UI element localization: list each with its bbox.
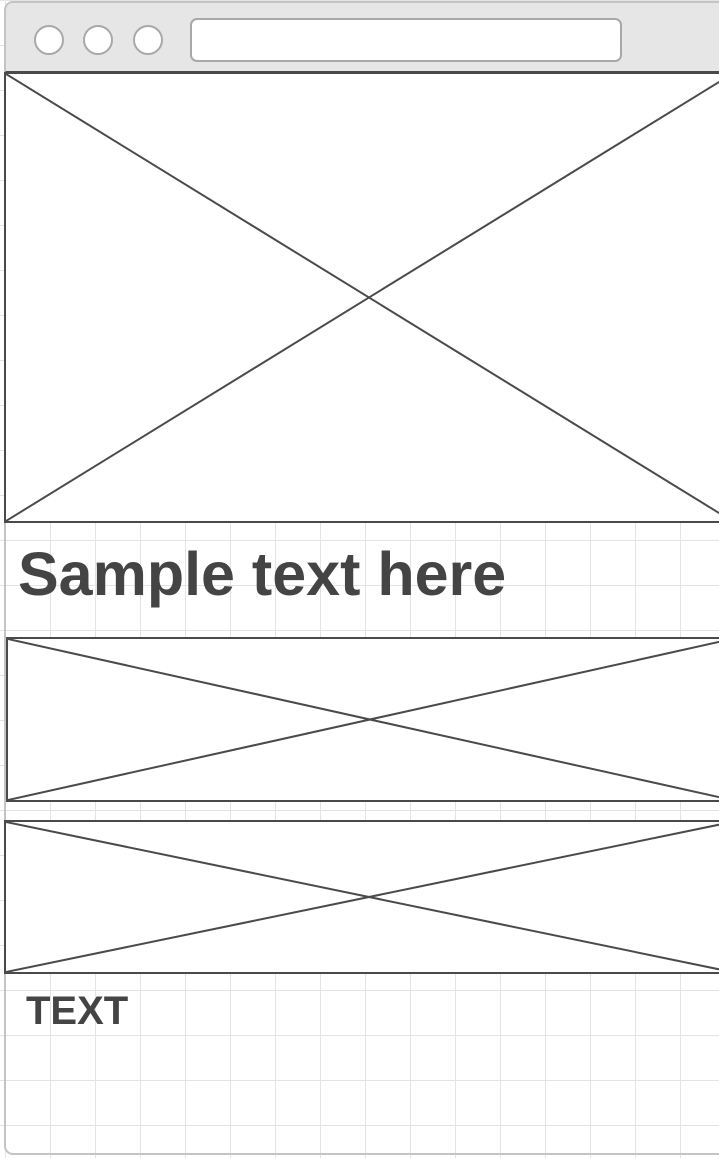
address-bar[interactable] (190, 18, 622, 62)
hero-image-placeholder (4, 72, 719, 523)
image-placeholder-icon (8, 639, 719, 800)
window-close-button[interactable] (34, 25, 64, 55)
page-heading: Sample text here (18, 540, 507, 608)
image-placeholder-icon (6, 74, 719, 521)
caption-text: TEXT (26, 989, 129, 1033)
banner-image-placeholder-2 (4, 820, 719, 974)
window-minimize-button[interactable] (83, 25, 113, 55)
window-maximize-button[interactable] (133, 25, 163, 55)
image-placeholder-icon (6, 822, 719, 972)
browser-toolbar (4, 1, 719, 73)
banner-image-placeholder-1 (6, 637, 719, 802)
